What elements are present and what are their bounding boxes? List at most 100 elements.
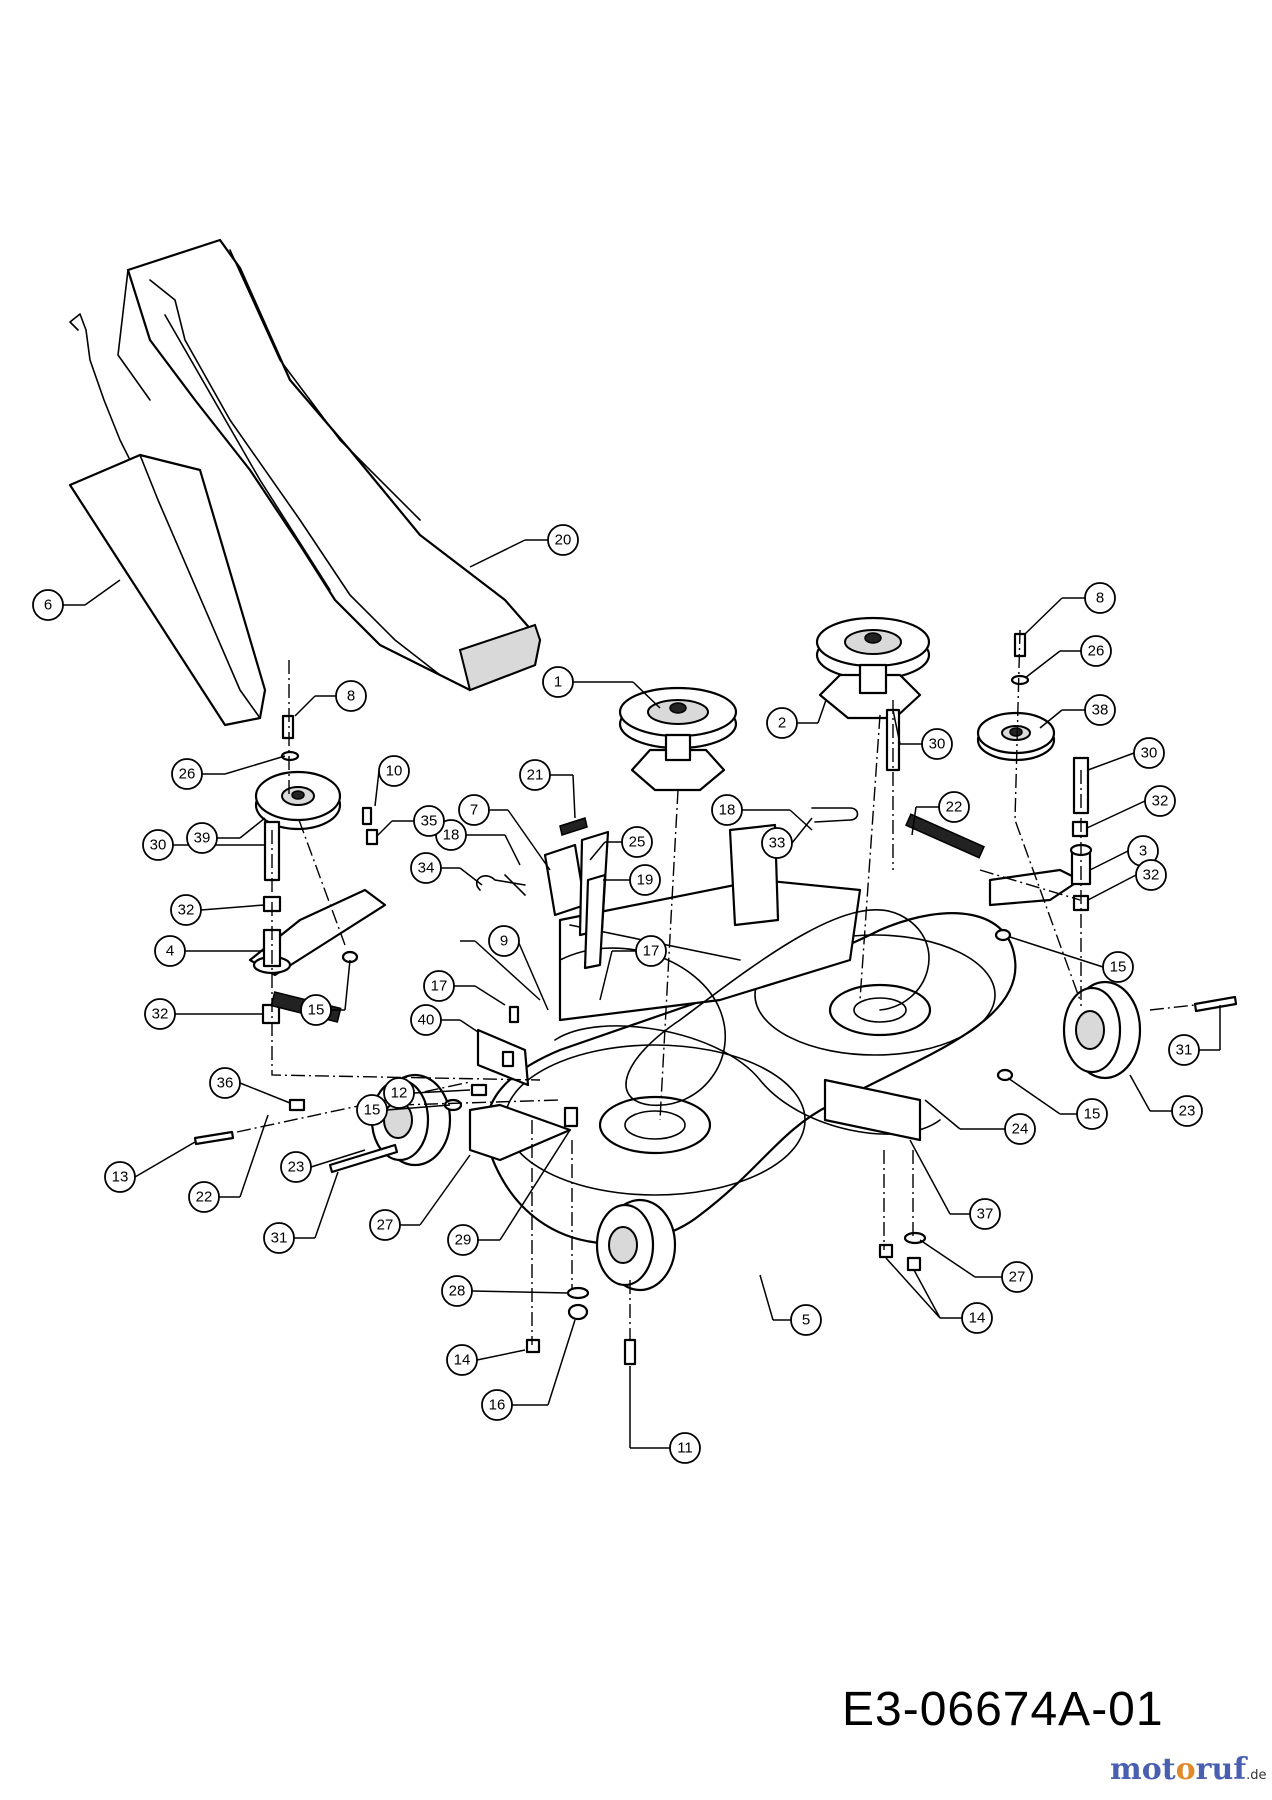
- svg-text:17: 17: [431, 978, 448, 995]
- callout-40: [410, 1004, 442, 1036]
- callout-4: [154, 935, 186, 967]
- idler-pulley-right: [976, 711, 1056, 762]
- svg-text:24: 24: [1012, 1121, 1029, 1138]
- callout-32-left-upper: [170, 894, 202, 926]
- svg-text:26: 26: [179, 766, 196, 783]
- callout-17-mid: [635, 935, 667, 967]
- callout-22-left: [188, 1181, 220, 1213]
- callout-11: [669, 1432, 701, 1464]
- svg-text:7: 7: [470, 802, 478, 819]
- bolt-31-right: [1193, 995, 1238, 1013]
- bracket-37: [823, 1078, 922, 1142]
- mower-deck-housing: [485, 878, 1017, 1245]
- callout-30-mid: [921, 728, 953, 760]
- callout-10: [378, 755, 410, 787]
- svg-text:2: 2: [778, 715, 786, 732]
- svg-text:37: 37: [977, 1206, 994, 1223]
- deflector-rod: [69, 313, 141, 481]
- callout-2: [766, 707, 798, 739]
- wheel-front: [595, 1198, 677, 1292]
- svg-text:23: 23: [1179, 1103, 1196, 1120]
- svg-text:31: 31: [271, 1230, 288, 1247]
- callouts: 1 2 3 4 5 6 7 8 8 9: [32, 524, 1221, 1464]
- svg-text:22: 22: [946, 799, 963, 816]
- callout-6: [32, 589, 64, 621]
- svg-text:35: 35: [421, 813, 438, 830]
- callout-32-right-upper: [1144, 785, 1176, 817]
- callout-17-left: [423, 970, 455, 1002]
- svg-text:32: 32: [152, 1006, 169, 1023]
- callout-18-mid: [711, 794, 743, 826]
- svg-text:16: 16: [489, 1397, 506, 1414]
- callout-33: [761, 827, 793, 859]
- svg-text:28: 28: [449, 1283, 466, 1300]
- svg-text:27: 27: [1009, 1269, 1026, 1286]
- svg-text:29: 29: [455, 1232, 472, 1249]
- svg-text:15: 15: [364, 1102, 381, 1119]
- bracket-19: [583, 873, 607, 970]
- callout-31-right: [1168, 1034, 1200, 1066]
- callout-31-left: [263, 1222, 295, 1254]
- svg-text:13: 13: [112, 1169, 129, 1186]
- svg-text:9: 9: [500, 933, 508, 950]
- svg-text:27: 27: [377, 1217, 394, 1234]
- callout-30-left: [142, 829, 174, 861]
- svg-text:18: 18: [719, 802, 736, 819]
- svg-text:32: 32: [178, 902, 195, 919]
- callout-39: [186, 822, 218, 854]
- bolt-13: [193, 1130, 235, 1146]
- svg-text:4: 4: [166, 943, 174, 960]
- svg-text:8: 8: [347, 688, 355, 705]
- svg-text:21: 21: [527, 767, 544, 784]
- svg-text:17: 17: [643, 943, 660, 960]
- callout-28: [441, 1275, 473, 1307]
- bracket-27-left: [468, 1103, 572, 1162]
- callout-27-right: [1001, 1261, 1033, 1293]
- svg-text:39: 39: [194, 830, 211, 847]
- callout-27-left: [369, 1209, 401, 1241]
- svg-text:19: 19: [637, 872, 654, 889]
- callout-15-mid: [356, 1094, 388, 1126]
- svg-text:30: 30: [929, 736, 946, 753]
- idler-arm-right: [988, 843, 1093, 907]
- callout-23-right: [1171, 1095, 1203, 1127]
- callout-26-left: [171, 758, 203, 790]
- svg-text:14: 14: [454, 1352, 471, 1369]
- svg-text:34: 34: [418, 860, 435, 877]
- callout-19: [629, 864, 661, 896]
- callout-25: [621, 826, 653, 858]
- svg-text:31: 31: [1176, 1042, 1193, 1059]
- svg-text:12: 12: [391, 1085, 408, 1102]
- svg-text:11: 11: [677, 1440, 693, 1457]
- callout-8-left: [335, 680, 367, 712]
- svg-text:6: 6: [44, 597, 52, 614]
- callout-12: [383, 1077, 415, 1109]
- idler-arm-left: [248, 888, 387, 977]
- svg-text:5: 5: [802, 1312, 810, 1329]
- drive-belt: [559, 909, 930, 1107]
- callout-34: [410, 852, 442, 884]
- svg-text:22: 22: [196, 1189, 213, 1206]
- svg-text:14: 14: [969, 1310, 986, 1327]
- svg-text:32: 32: [1143, 867, 1160, 884]
- callout-29: [447, 1224, 479, 1256]
- callout-14-right: [961, 1302, 993, 1334]
- svg-text:10: 10: [386, 763, 403, 780]
- drawing-number: E3-06674A-01: [842, 1683, 1164, 1736]
- callout-13: [104, 1161, 136, 1193]
- callout-32-right-lower: [1135, 859, 1167, 891]
- svg-text:38: 38: [1092, 702, 1109, 719]
- callout-38: [1084, 694, 1116, 726]
- svg-text:3: 3: [1139, 843, 1147, 860]
- callout-23-left: [280, 1151, 312, 1183]
- svg-text:18: 18: [443, 827, 460, 844]
- svg-text:1: 1: [554, 674, 562, 691]
- callout-32-left-lower: [144, 998, 176, 1030]
- callout-14-left: [446, 1344, 478, 1376]
- callout-8-right: [1084, 582, 1116, 614]
- callout-7: [458, 794, 490, 826]
- deflector-plate: [68, 453, 267, 727]
- svg-text:26: 26: [1088, 643, 1105, 660]
- callout-20: [547, 524, 579, 556]
